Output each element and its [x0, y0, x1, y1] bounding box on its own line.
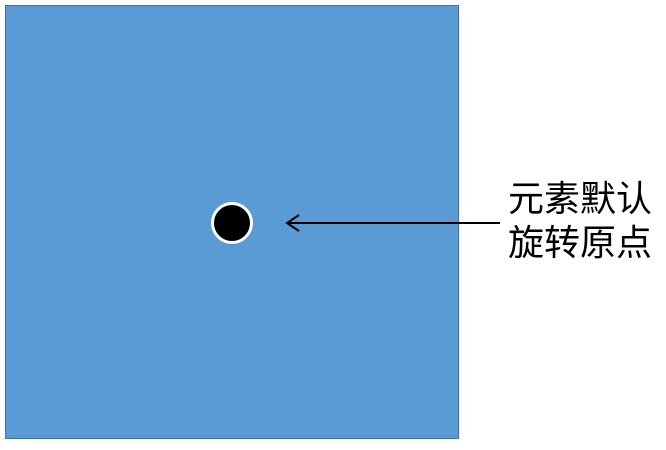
annotation-line-1: 元素默认	[508, 179, 653, 220]
annotation-label: 元素默认 旋转原点	[508, 178, 666, 266]
rotation-origin-dot-icon	[211, 202, 253, 244]
annotation-line-2: 旋转原点	[508, 223, 653, 264]
